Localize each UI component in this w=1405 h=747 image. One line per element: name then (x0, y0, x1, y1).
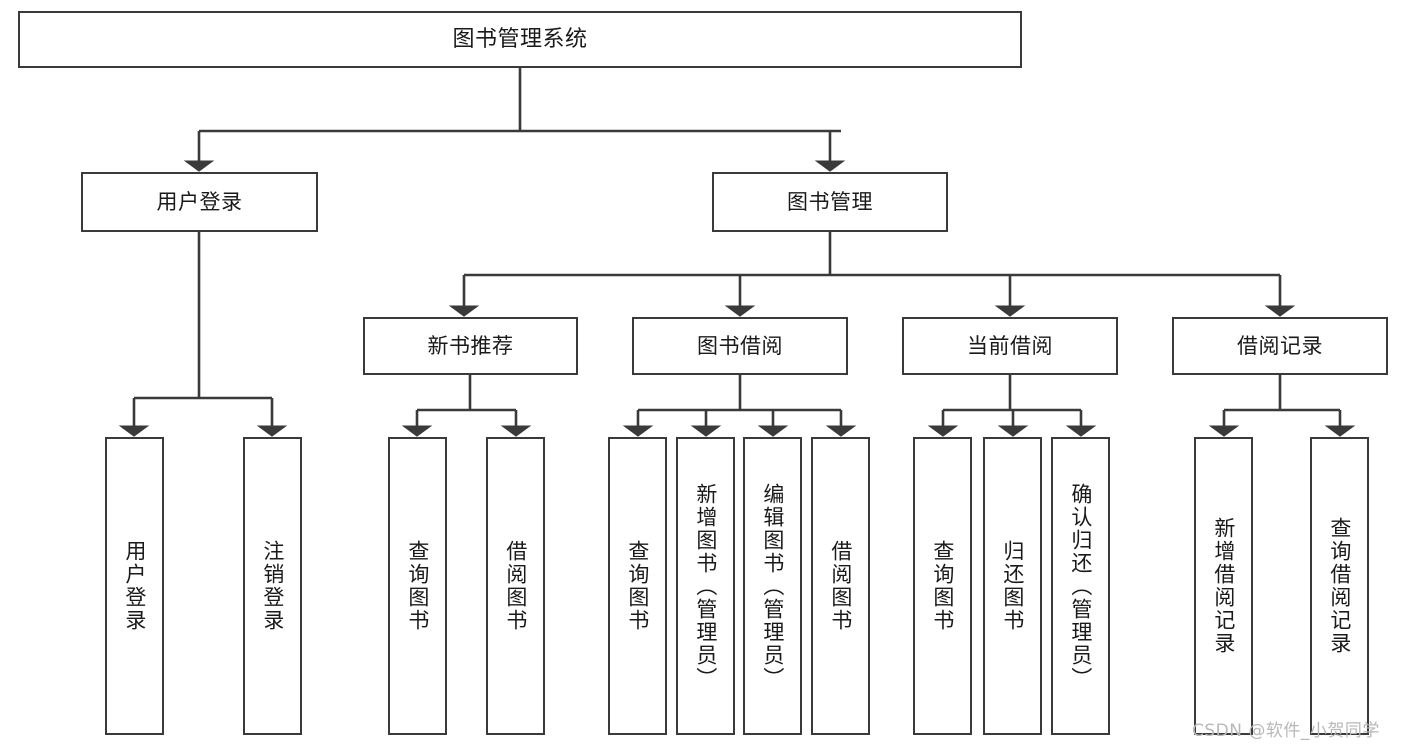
node-label: 用户登录 (122, 540, 147, 632)
leaf-add-borrow-record[interactable]: 新增借阅记录 (1194, 437, 1253, 735)
leaf-query-book-current[interactable]: 查询图书 (913, 437, 972, 735)
node-label: 图书管理系统 (452, 26, 588, 52)
leaf-logout[interactable]: 注销登录 (243, 437, 302, 735)
leaf-return-book[interactable]: 归还图书 (983, 437, 1042, 735)
leaf-borrow-book[interactable]: 借阅图书 (811, 437, 870, 735)
node-new-book-recommend[interactable]: 新书推荐 (363, 317, 578, 375)
node-label: 查询图书 (405, 540, 430, 632)
node-label: 查询图书 (930, 540, 955, 632)
leaf-confirm-return-admin[interactable]: 确认归还（管理员） (1051, 437, 1110, 735)
node-label: 新增图书（管理员） (693, 482, 718, 690)
node-label: 用户登录 (156, 189, 243, 214)
node-label: 编辑图书（管理员） (760, 482, 785, 690)
node-current-borrow[interactable]: 当前借阅 (902, 317, 1118, 375)
node-label: 归还图书 (1000, 540, 1025, 632)
leaf-user-login[interactable]: 用户登录 (105, 437, 164, 735)
leaf-borrow-book-newbook[interactable]: 借阅图书 (486, 437, 545, 735)
leaf-query-borrow-record[interactable]: 查询借阅记录 (1310, 437, 1369, 735)
node-label: 当前借阅 (967, 333, 1053, 358)
node-label: 确认归还（管理员） (1068, 482, 1093, 690)
leaf-edit-book-admin[interactable]: 编辑图书（管理员） (743, 437, 802, 735)
node-root-system[interactable]: 图书管理系统 (18, 11, 1022, 68)
node-borrow-record[interactable]: 借阅记录 (1172, 317, 1388, 375)
leaf-query-book-newbook[interactable]: 查询图书 (388, 437, 447, 735)
node-book-management[interactable]: 图书管理 (712, 172, 948, 232)
node-label: 借阅图书 (503, 540, 528, 632)
node-label: 借阅记录 (1237, 333, 1323, 358)
node-label: 借阅图书 (828, 540, 853, 632)
node-label: 新增借阅记录 (1211, 517, 1236, 655)
node-label: 查询图书 (625, 540, 650, 632)
csdn-watermark: CSDN @软件_小贺同学 (1192, 721, 1380, 741)
node-user-login[interactable]: 用户登录 (81, 172, 318, 232)
node-label: 注销登录 (260, 540, 285, 632)
leaf-add-book-admin[interactable]: 新增图书（管理员） (676, 437, 735, 735)
node-label: 新书推荐 (427, 333, 514, 358)
node-label: 图书管理 (787, 189, 873, 214)
node-label: 图书借阅 (697, 333, 783, 358)
node-book-borrow[interactable]: 图书借阅 (632, 317, 848, 375)
node-label: 查询借阅记录 (1327, 517, 1352, 655)
leaf-query-book-borrow[interactable]: 查询图书 (608, 437, 667, 735)
